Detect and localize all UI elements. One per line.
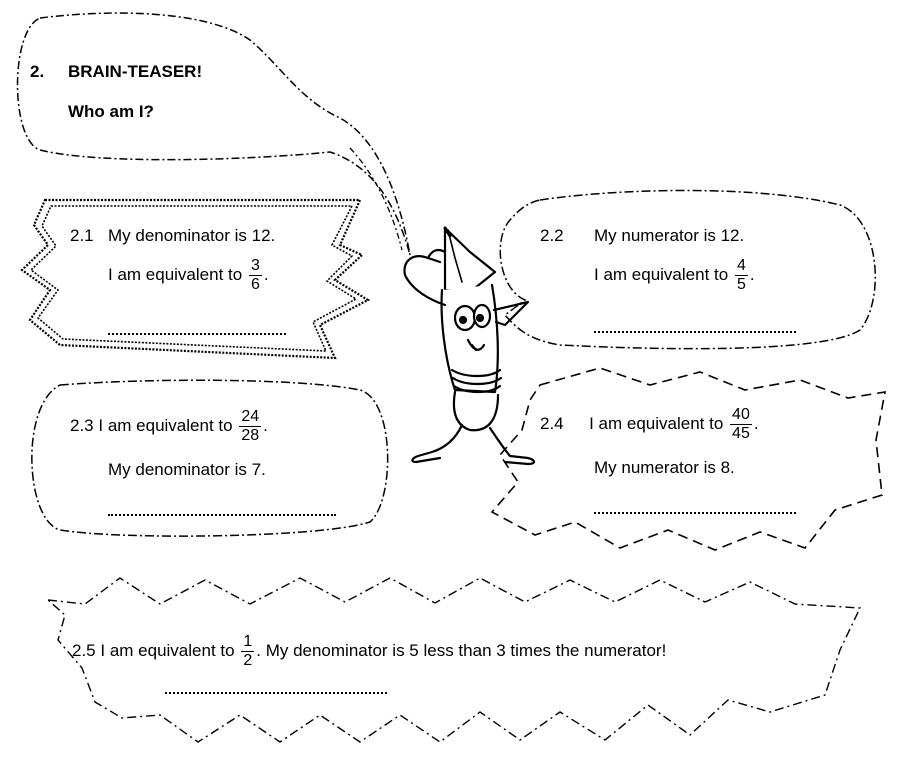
q22-line1: My numerator is 12. [594, 226, 745, 245]
q22-fraction: 4 5 [734, 257, 748, 294]
q21-period: . [263, 264, 269, 284]
q24-frac-numerator: 40 [730, 406, 752, 425]
q21-answer-line[interactable] [108, 333, 286, 335]
page-title: BRAIN-TEASER! [68, 62, 203, 81]
q23-number: 2.3 [70, 415, 94, 435]
q21-line1: My denominator is 12. [108, 226, 276, 245]
q23-line2: My denominator is 7. [108, 460, 266, 479]
q22-period: . [749, 264, 755, 284]
q25-frac-denominator: 2 [243, 652, 253, 669]
q23-line1: 2.3 I am equivalent to 24 28 . [70, 408, 268, 445]
pencil-character-illustration [403, 226, 536, 466]
page-subtitle: Who am I? [68, 102, 154, 121]
q22-frac-numerator: 4 [734, 257, 748, 276]
bubble-2-5 [45, 577, 862, 743]
q21-line2-text: I am equivalent to [108, 264, 243, 284]
q22-answer-line[interactable] [594, 331, 796, 333]
q23-fraction: 24 28 [239, 408, 262, 445]
q24-line1: 2.4 I am equivalent to 40 45 . [540, 406, 759, 443]
q23-frac-denominator: 28 [241, 427, 260, 444]
q24-period: . [753, 413, 759, 433]
q25-line1: 2.5 I am equivalent to 1 2 . My denomina… [72, 633, 666, 670]
q25-period: . [256, 640, 261, 660]
q21-frac-numerator: 3 [248, 257, 262, 276]
bubble-2-4 [490, 367, 886, 551]
q23-line1-text: I am equivalent to [98, 415, 233, 435]
q21-number: 2.1 [70, 226, 94, 245]
q23-frac-numerator: 24 [239, 408, 262, 427]
q24-answer-line[interactable] [594, 512, 796, 514]
q23-period: . [263, 415, 268, 435]
problem-number: 2. [30, 62, 45, 81]
header-speech-bubble [16, 12, 411, 256]
q24-line2: My numerator is 8. [594, 458, 735, 477]
q25-line1-text: I am equivalent to [100, 640, 235, 660]
q25-frac-numerator: 1 [241, 633, 255, 652]
q24-fraction: 40 45 [730, 406, 752, 443]
bubble-2-1 [20, 198, 371, 360]
q24-frac-denominator: 45 [732, 425, 750, 442]
q25-answer-line[interactable] [165, 692, 387, 694]
q25-fraction: 1 2 [241, 633, 255, 670]
q21-line2: I am equivalent to 3 6 . [108, 257, 269, 294]
q23-answer-line[interactable] [108, 514, 336, 516]
q22-line2: I am equivalent to 4 5 . [594, 257, 755, 294]
q21-fraction: 3 6 [248, 257, 262, 294]
bubble-2-3 [31, 379, 389, 537]
q22-frac-denominator: 5 [736, 276, 746, 293]
q22-number: 2.2 [540, 226, 564, 245]
bubble-2-2 [499, 189, 876, 350]
q24-number: 2.4 [540, 413, 564, 433]
q22-line2-text: I am equivalent to [594, 264, 729, 284]
q25-number: 2.5 [72, 640, 96, 660]
q25-line1-rest: My denominator is 5 less than 3 times th… [265, 640, 667, 660]
q24-line1-text: I am equivalent to [589, 413, 724, 433]
q21-frac-denominator: 6 [250, 276, 260, 293]
